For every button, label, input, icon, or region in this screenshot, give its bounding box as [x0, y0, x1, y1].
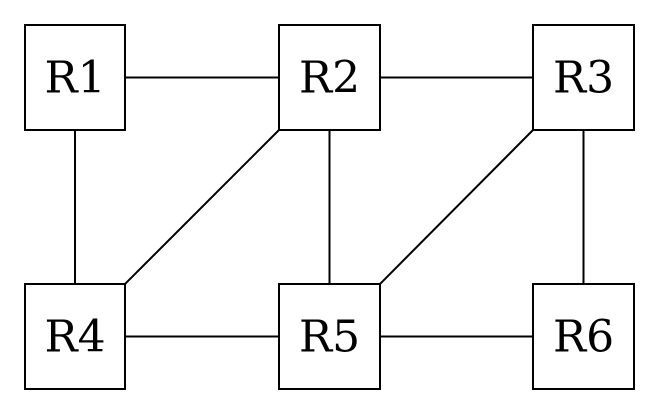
node-r2: R2 — [278, 24, 381, 131]
node-r6-label: R6 — [553, 312, 614, 363]
node-r4: R4 — [24, 283, 126, 390]
node-r4-box — [24, 283, 126, 390]
node-r1: R1 — [24, 24, 126, 131]
node-r5-box — [278, 283, 381, 390]
edges-layer — [74, 76, 585, 338]
node-r4-label: R4 — [44, 312, 105, 363]
node-r6-box — [532, 283, 635, 390]
node-r5: R5 — [278, 283, 381, 390]
edge-r3-r5 — [379, 129, 534, 285]
node-r3-box — [532, 24, 635, 131]
node-r3: R3 — [532, 24, 635, 131]
edge-r2-r4 — [124, 129, 280, 285]
node-r2-box — [278, 24, 381, 131]
node-r3-label: R3 — [553, 53, 614, 104]
node-r5-label: R5 — [299, 312, 360, 363]
node-r1-label: R1 — [44, 53, 105, 104]
node-r2-label: R2 — [299, 53, 360, 104]
node-r1-box — [24, 24, 126, 131]
node-r6: R6 — [532, 283, 635, 390]
